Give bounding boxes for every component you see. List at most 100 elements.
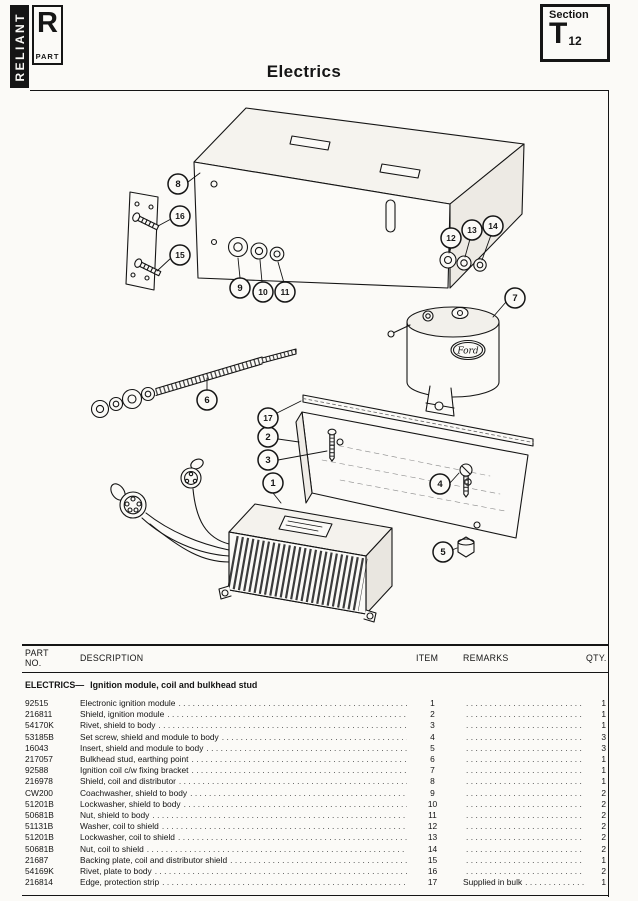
- callout-6: 6: [196, 389, 218, 411]
- cell-qty: 3: [601, 742, 606, 753]
- cell-description: Set screw, shield and module to body: [80, 732, 410, 743]
- cell-description: Shield, coil and distributor: [80, 776, 410, 787]
- table-row: 51201B Lockwasher, coil to shield 13 2: [0, 832, 638, 843]
- page-title: Electrics: [266, 62, 342, 81]
- col-header-remarks: REMARKS: [463, 653, 509, 663]
- callout-number: 1: [270, 478, 276, 489]
- section-letter: T: [549, 17, 568, 50]
- cell-item: 1: [430, 698, 435, 708]
- cell-item: 3: [430, 720, 435, 731]
- dot-leader: [162, 821, 407, 832]
- dot-leader: [178, 832, 407, 843]
- cell-description: Coachwasher, shield to body: [80, 788, 410, 799]
- ignition-coil-part: Ford: [387, 306, 500, 417]
- cell-description: Ignition coil c/w fixing bracket: [80, 765, 410, 776]
- dot-leader: [466, 720, 584, 731]
- callout-7: 7: [504, 287, 526, 309]
- ignition-module-part: [110, 458, 393, 623]
- cell-part-no: 50681B: [25, 810, 54, 821]
- cell-part-no: 216814: [25, 877, 53, 888]
- cell-qty: 1: [601, 709, 606, 720]
- dot-leader: [466, 765, 584, 776]
- table-row: 16043 Insert, shield and module to body …: [0, 743, 638, 754]
- cell-description-text: Set screw, shield and module to body: [80, 731, 219, 742]
- cell-part-no: 51131B: [25, 821, 54, 832]
- dot-leader: [178, 698, 407, 709]
- cell-part-no: 216978: [25, 776, 53, 787]
- cell-description-text: Ignition coil c/w fixing bracket: [80, 765, 189, 776]
- callout-number: 3: [265, 455, 270, 466]
- dot-leader: [466, 698, 584, 709]
- bulkhead-stud-part: [90, 348, 297, 419]
- table-row: 216814 Edge, protection strip 17 Supplie…: [0, 877, 638, 888]
- table-row: 50681B Nut, shield to body 11 2: [0, 810, 638, 821]
- cell-part-no: 54169K: [25, 866, 54, 877]
- dot-leader: [158, 720, 407, 731]
- cell-remarks: [463, 799, 587, 810]
- cell-qty: 2: [601, 866, 606, 877]
- table-row: 54169K Rivet, plate to body 16 2: [0, 866, 638, 877]
- cell-part-no: 217057: [25, 754, 53, 765]
- cell-qty: 2: [601, 821, 606, 832]
- cell-description-text: Bulkhead stud, earthing point: [80, 754, 189, 765]
- cell-remarks: Supplied in bulk: [463, 877, 587, 888]
- cell-qty: 2: [601, 843, 606, 854]
- callout-number: 16: [175, 211, 185, 221]
- cell-remarks: [463, 832, 587, 843]
- callout-1: 1: [262, 472, 284, 494]
- dot-leader: [466, 732, 584, 743]
- dot-leader: [466, 832, 584, 843]
- dot-leader: [192, 754, 408, 765]
- cell-qty: 1: [601, 698, 606, 708]
- callout-number: 2: [265, 432, 270, 443]
- rpart-word: PART: [35, 52, 60, 61]
- cell-qty: 1: [601, 754, 606, 765]
- cell-description-text: Edge, protection strip: [80, 877, 160, 888]
- cell-description: Edge, protection strip: [80, 877, 410, 888]
- callout-14: 14: [482, 215, 504, 237]
- col-header-item: ITEM: [416, 653, 439, 663]
- protection-strip-part: [302, 394, 534, 447]
- section-label: Section: [549, 9, 589, 21]
- washers-coil-to-shield: [439, 251, 487, 272]
- table-row: 50681B Nut, coil to shield 14 2: [0, 844, 638, 855]
- cell-description-text: Backing plate, coil and distributor shie…: [80, 854, 228, 865]
- table-header-rule: [22, 672, 609, 673]
- cell-remarks: [463, 810, 587, 821]
- cell-description-text: Nut, coil to shield: [80, 843, 144, 854]
- table-row: 216811 Shield, ignition module 2 1: [0, 709, 638, 720]
- cell-remarks: [463, 788, 587, 799]
- cell-description-text: Coachwasher, shield to body: [80, 787, 188, 798]
- nut-5: [457, 536, 475, 558]
- bulkhead-shield-part: [193, 107, 525, 289]
- cell-description: Lockwasher, shield to body: [80, 799, 410, 810]
- cell-item: 6: [430, 754, 435, 765]
- callout-4: 4: [429, 473, 451, 495]
- cell-item: 15: [427, 854, 438, 865]
- callout-number: 9: [237, 283, 242, 294]
- reliant-brand-logo: RELIANT: [10, 5, 29, 88]
- table-row: 217057 Bulkhead stud, earthing point 6 1: [0, 754, 638, 765]
- cell-description: Rivet, shield to body: [80, 720, 410, 731]
- dot-leader: [466, 709, 584, 720]
- cell-part-no: 16043: [25, 742, 49, 753]
- cell-description: Nut, shield to body: [80, 810, 410, 821]
- cell-part-no: 53185B: [25, 731, 54, 742]
- callout-number: 5: [440, 547, 446, 558]
- cell-qty: 3: [601, 731, 606, 742]
- table-group-title: ELECTRICS— Ignition module, coil and bul…: [25, 680, 257, 690]
- callout-number: 6: [204, 395, 209, 406]
- dot-leader: [184, 799, 407, 810]
- cell-remarks: [463, 698, 587, 709]
- cell-item: 5: [430, 742, 435, 753]
- cell-remarks: [463, 821, 587, 832]
- cell-description: Electronic ignition module: [80, 698, 410, 709]
- cell-item: 8: [430, 776, 435, 787]
- dot-leader: [466, 844, 584, 855]
- cell-description-text: Insert, shield and module to body: [80, 742, 204, 753]
- cell-remarks: [463, 720, 587, 731]
- cell-description-text: Rivet, shield to body: [80, 720, 156, 731]
- harness-connector-small: [180, 458, 204, 489]
- cell-description-text: Shield, ignition module: [80, 709, 165, 720]
- callout-number: 8: [175, 179, 180, 190]
